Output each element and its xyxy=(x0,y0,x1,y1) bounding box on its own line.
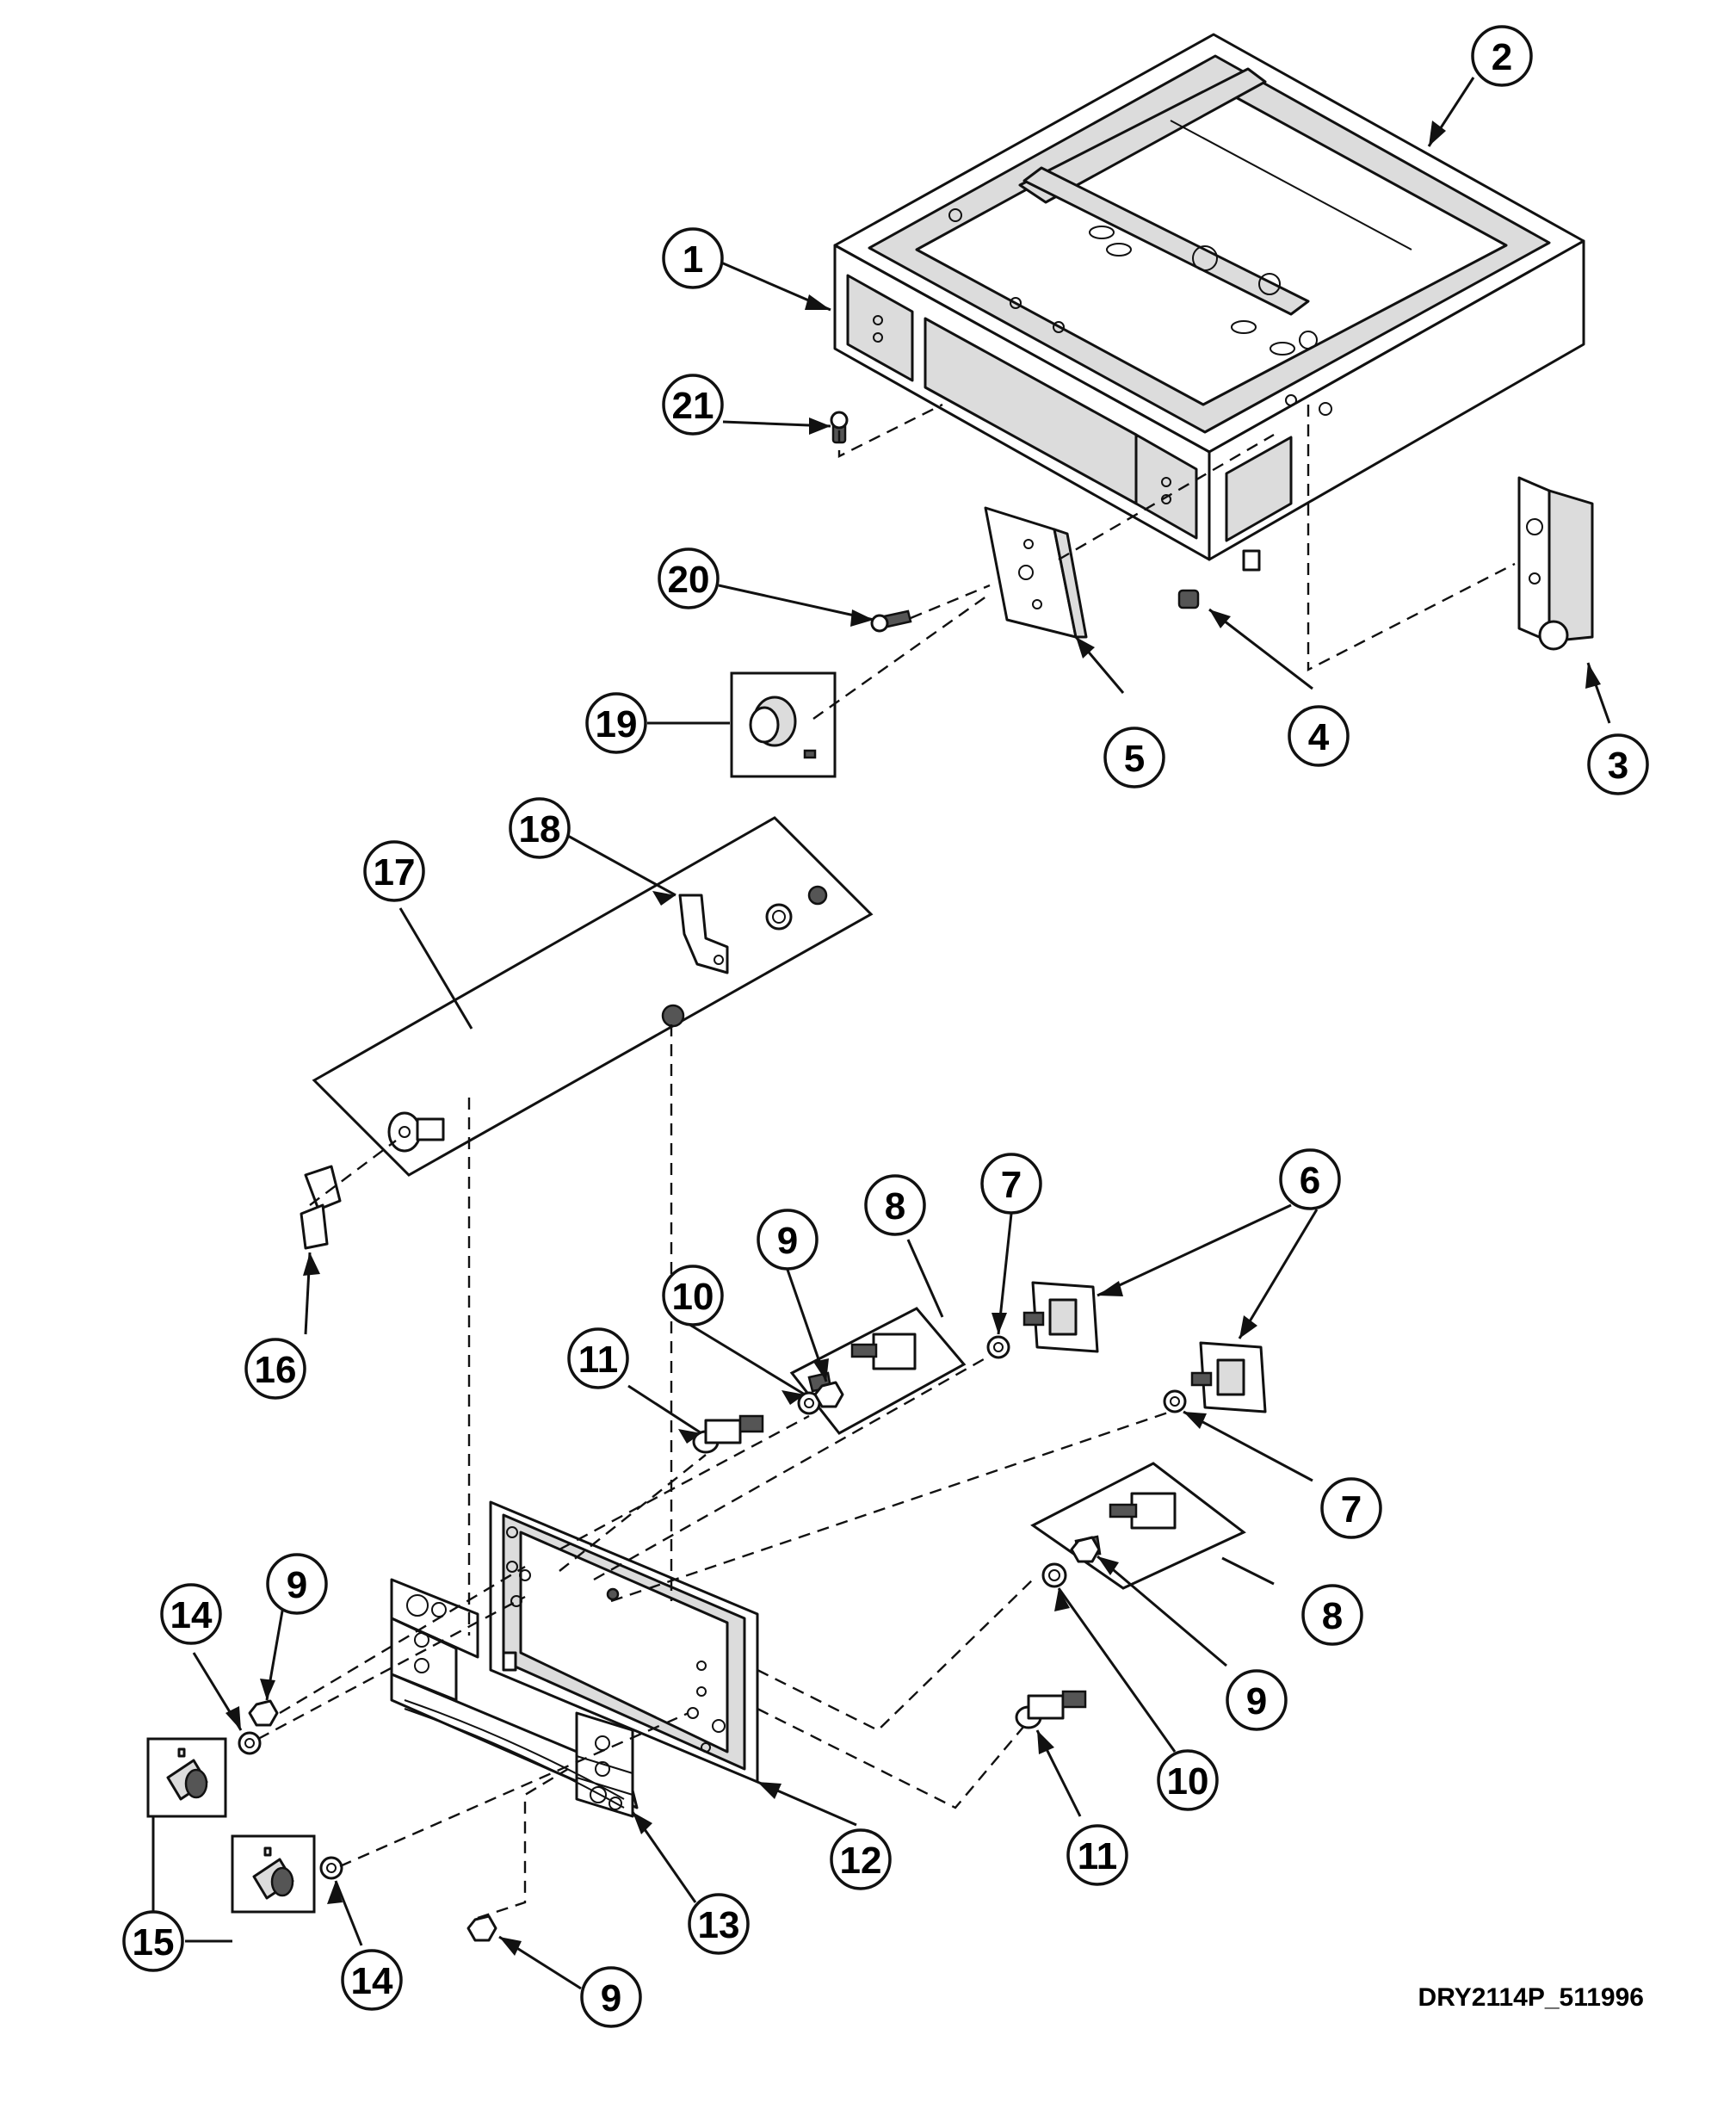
callout-13: 13 xyxy=(688,1893,750,1955)
bracket-part-18 xyxy=(661,885,828,1028)
svg-text:14: 14 xyxy=(170,1594,213,1636)
svg-text:20: 20 xyxy=(668,559,710,601)
callout-17: 17 xyxy=(363,840,425,902)
cabinet-base-assembly xyxy=(833,33,1585,572)
overlay-label-13 xyxy=(390,1578,639,1818)
callouts: 1 2 3 4 5 6 7 7 xyxy=(122,25,1649,2028)
svg-text:17: 17 xyxy=(374,851,416,894)
nut-9-lower-mid xyxy=(1070,1536,1101,1563)
callout-14-upper: 14 xyxy=(160,1583,222,1645)
svg-text:10: 10 xyxy=(672,1276,714,1318)
nut-9-upper-mid xyxy=(813,1381,844,1408)
svg-text:15: 15 xyxy=(133,1921,175,1964)
callout-18: 18 xyxy=(509,797,571,859)
callout-1: 1 xyxy=(662,227,724,289)
callout-8-lower: 8 xyxy=(1301,1584,1363,1646)
callout-6: 6 xyxy=(1279,1148,1341,1210)
callout-15: 15 xyxy=(122,1910,184,1972)
panel-part-17 xyxy=(312,816,874,1177)
switch-frame-8-upper xyxy=(789,1307,967,1435)
screw-part-21 xyxy=(830,411,849,444)
washer-14-upper xyxy=(238,1731,262,1755)
callout-4: 4 xyxy=(1288,705,1350,767)
washer-7-lower xyxy=(1163,1389,1187,1413)
svg-text:11: 11 xyxy=(1078,1835,1118,1877)
svg-text:4: 4 xyxy=(1308,716,1330,758)
screw-part-4 xyxy=(1177,589,1200,609)
callout-10-lower: 10 xyxy=(1157,1749,1219,1811)
callout-11-lower: 11 xyxy=(1066,1824,1128,1886)
svg-text:3: 3 xyxy=(1608,745,1628,787)
knob-frame-part-19 xyxy=(730,671,837,778)
svg-text:6: 6 xyxy=(1300,1160,1320,1202)
svg-text:16: 16 xyxy=(255,1349,297,1391)
callout-3: 3 xyxy=(1587,733,1649,795)
svg-text:9: 9 xyxy=(287,1564,307,1606)
callout-19: 19 xyxy=(585,692,647,754)
svg-text:9: 9 xyxy=(777,1220,798,1262)
callout-9-upper-mid: 9 xyxy=(757,1209,819,1271)
callout-7-lower: 7 xyxy=(1320,1477,1382,1539)
svg-text:13: 13 xyxy=(698,1904,740,1946)
callout-8-upper: 8 xyxy=(864,1174,926,1236)
callout-2: 2 xyxy=(1471,25,1533,87)
svg-text:21: 21 xyxy=(672,385,714,427)
callout-16: 16 xyxy=(244,1338,306,1400)
callout-21: 21 xyxy=(662,374,724,436)
indicator-light-11-upper xyxy=(692,1414,764,1454)
callout-9-bottom: 9 xyxy=(580,1966,642,2028)
washer-10-lower xyxy=(1041,1562,1067,1588)
callout-10-upper: 10 xyxy=(662,1265,724,1327)
screw-part-20 xyxy=(870,609,912,633)
key-part-16 xyxy=(300,1165,342,1250)
indicator-light-11-lower xyxy=(1015,1690,1087,1729)
lock-cylinder xyxy=(387,1111,445,1153)
knob-frame-15-upper xyxy=(146,1737,227,1818)
control-panel-frame-12 xyxy=(489,1500,759,1784)
svg-text:2: 2 xyxy=(1492,36,1512,78)
assembly-lines xyxy=(257,403,1516,1920)
svg-text:9: 9 xyxy=(601,1977,621,2019)
svg-text:9: 9 xyxy=(1246,1680,1267,1722)
callout-11-upper: 11 xyxy=(567,1327,629,1389)
arrow-heads xyxy=(225,121,1601,1956)
svg-text:7: 7 xyxy=(1001,1164,1022,1206)
callout-9-left: 9 xyxy=(266,1553,328,1615)
rocker-switch-lower xyxy=(1190,1341,1267,1413)
plate-part-5 xyxy=(984,506,1088,639)
svg-text:8: 8 xyxy=(885,1185,905,1228)
callout-20: 20 xyxy=(658,547,720,609)
callout-14-lower: 14 xyxy=(341,1949,403,2011)
svg-text:10: 10 xyxy=(1167,1760,1209,1803)
callout-5: 5 xyxy=(1103,727,1165,789)
svg-text:12: 12 xyxy=(840,1840,882,1882)
svg-text:11: 11 xyxy=(578,1339,619,1381)
svg-text:1: 1 xyxy=(683,238,703,281)
svg-text:5: 5 xyxy=(1124,738,1145,780)
rocker-switch-upper xyxy=(1022,1281,1099,1353)
svg-text:18: 18 xyxy=(519,808,561,850)
washer-10-upper xyxy=(797,1391,821,1415)
nut-9-bottom xyxy=(466,1914,497,1942)
side-bracket-part-3 xyxy=(1517,476,1594,651)
washer-14-lower xyxy=(319,1856,343,1880)
svg-text:14: 14 xyxy=(351,1960,393,2002)
callout-7-upper: 7 xyxy=(980,1153,1042,1215)
drawing-code: DRY2114P_511996 xyxy=(1418,1983,1644,2012)
callout-9-lower-mid: 9 xyxy=(1226,1669,1288,1731)
washer-7-upper xyxy=(986,1335,1010,1359)
svg-text:7: 7 xyxy=(1341,1488,1362,1531)
nut-9-left xyxy=(248,1699,279,1727)
svg-text:19: 19 xyxy=(596,703,638,745)
knob-frame-15-lower xyxy=(231,1834,316,1914)
callout-12: 12 xyxy=(830,1828,892,1890)
svg-text:8: 8 xyxy=(1322,1595,1343,1637)
